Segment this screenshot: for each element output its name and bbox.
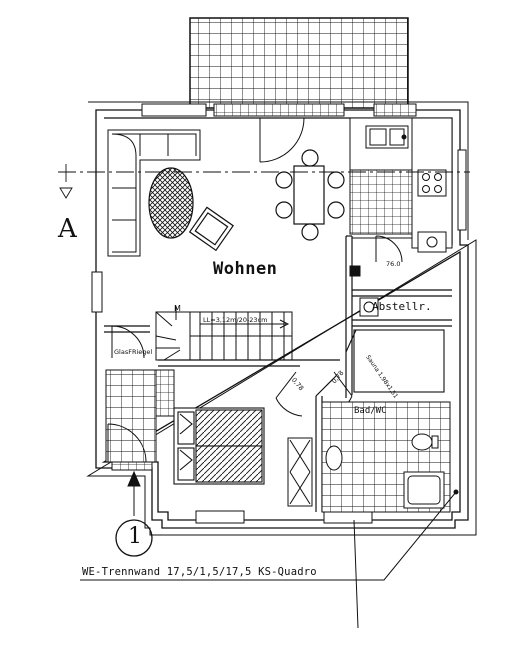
staircase	[155, 306, 293, 361]
entrance-door	[259, 117, 305, 163]
room-label-bath: Bad/WC	[354, 406, 387, 416]
kitchen	[349, 117, 453, 253]
room-label-storage: Abstellr.	[372, 300, 432, 313]
sauna	[345, 329, 445, 393]
wall-callout-text: WE-Trennwand 17,5/1,5/17,5 KS-Quadro	[82, 566, 317, 578]
callout-leader	[80, 489, 459, 629]
armchair	[188, 206, 234, 252]
rug	[148, 167, 194, 239]
room-label-living: Wohnen	[213, 259, 278, 279]
terrace	[189, 17, 409, 109]
storage-unit	[349, 265, 379, 317]
double-bed	[173, 407, 265, 485]
dining-table	[275, 149, 345, 241]
wardrobe	[287, 437, 313, 507]
glass-bar-label: GlasFRiegel	[114, 348, 153, 356]
level-mark: 76.0	[386, 260, 401, 268]
windows	[91, 103, 467, 524]
stair-note: LL=3,12m/20-23cm	[203, 316, 268, 324]
hall-tiles	[105, 369, 175, 463]
sofa	[107, 129, 201, 257]
hall-door	[107, 325, 147, 463]
axis-label: 1	[128, 524, 142, 549]
section-line	[58, 164, 470, 199]
bathroom	[321, 401, 451, 513]
kitchen-door	[375, 235, 403, 263]
handrail-mark: M	[174, 304, 181, 313]
section-label: A	[58, 214, 77, 244]
axis-marker-1	[115, 470, 153, 557]
